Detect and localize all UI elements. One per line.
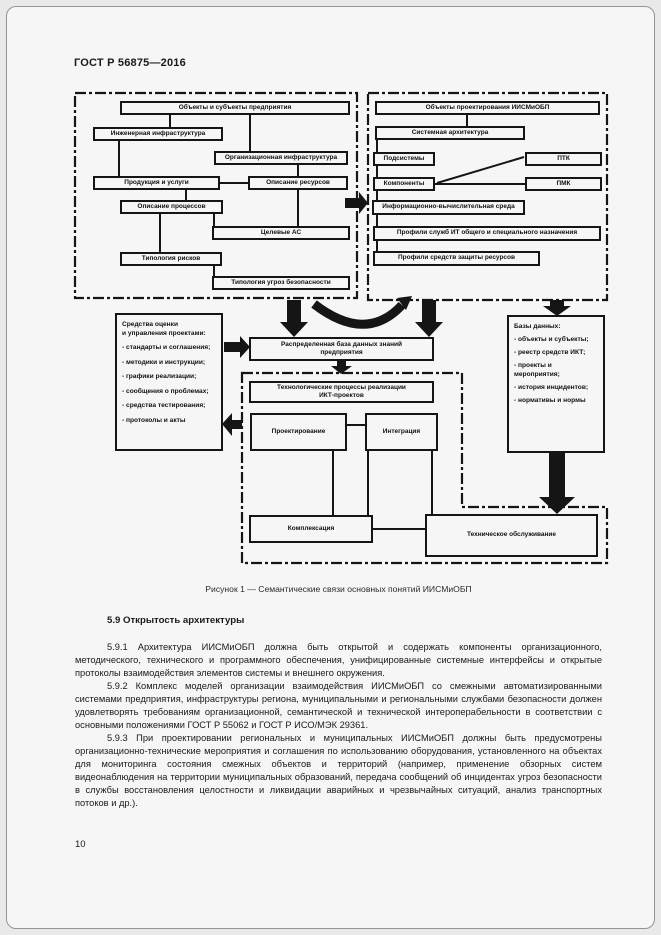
node-subsystems: Подсистемы	[373, 152, 435, 166]
tools-item: - средства тестирования;	[122, 402, 206, 410]
document-header: ГОСТ Р 56875—2016	[74, 57, 186, 69]
databases-item: - история инцидентов;	[514, 383, 589, 391]
arc-arrowhead	[397, 296, 412, 310]
tools-item: - протоколы и акты	[122, 416, 186, 424]
node-pmk: ПМК	[525, 177, 602, 191]
node-target-as: Целевые АС	[212, 226, 350, 240]
node-ptk: ПТК	[525, 152, 602, 166]
node-products-services: Продукция и услуги	[93, 176, 220, 190]
node-threat-typology: Типология угроз безопасности	[212, 276, 350, 290]
tools-item: - стандарты и соглашения;	[122, 344, 211, 352]
node-maintenance: Техническое обслуживание	[425, 514, 598, 557]
tools-box: Средства оценки и управления проектами: …	[115, 313, 223, 451]
thin-connectors	[118, 115, 525, 530]
node-risk-typology: Типология рисков	[120, 252, 222, 266]
left-group-frame	[73, 91, 359, 300]
node-protection-profiles: Профили средств защиты ресурсов	[373, 251, 540, 266]
figure-caption: Рисунок 1 — Семантические связи основных…	[205, 584, 472, 594]
arrow-db-knowledge-to-processes	[331, 361, 352, 374]
node-design-objects: Объекты проектирования ИИСМиОБП	[375, 101, 600, 115]
node-assembly: Комплексация	[249, 515, 373, 543]
section-body: 5.9.1 Архитектура ИИСМиОБП должна быть о…	[75, 641, 602, 810]
node-components: Компоненты	[373, 177, 435, 191]
page-number: 10	[75, 839, 86, 850]
node-computing-env: Информационно-вычислительная среда	[372, 200, 525, 215]
tools-item: - сообщения о проблемах;	[122, 387, 209, 395]
node-tech-processes: Технологические процессы реализации ИКТ-…	[249, 381, 434, 403]
arrow-right-group-to-databases	[543, 300, 571, 316]
arrow-databases-to-maintenance	[539, 452, 575, 514]
arc-left-to-right-group	[311, 300, 406, 329]
node-design: Проектирование	[250, 413, 347, 451]
node-org-infra: Организационная инфраструктура	[214, 151, 348, 165]
databases-item: - реестр средств ИКТ;	[514, 349, 586, 357]
node-it-service-profiles: Профили служб ИТ общего и специального н…	[373, 226, 601, 241]
node-engineering-infra: Инженерная инфраструктура	[93, 127, 223, 141]
databases-item: - нормативы и нормы	[514, 396, 586, 404]
tools-item: - методики и инструкции;	[122, 358, 206, 366]
arrow-left-to-right-group	[345, 192, 368, 214]
databases-box: Базы данных: - объекты и субъекты; - рее…	[507, 315, 605, 453]
tools-box-title: Средства оценки и управления проектами:	[122, 321, 206, 337]
paragraph-5-9-3: 5.9.3 При проектировании региональных и …	[75, 733, 602, 808]
arrow-left-group-to-db-knowledge	[280, 300, 308, 337]
section-heading: 5.9 Открытость архитектуры	[107, 615, 245, 626]
figure-connectors	[73, 91, 609, 565]
arrow-right-group-to-db-knowledge	[415, 300, 443, 337]
node-resources-desc: Описание ресурсов	[248, 176, 348, 190]
arrow-tools-to-db-knowledge	[224, 336, 250, 358]
process-group-frame	[240, 371, 609, 565]
node-system-architecture: Системная архитектура	[375, 126, 525, 140]
databases-item: - проекты и мероприятия;	[514, 362, 560, 378]
tools-item: - графики реализации;	[122, 373, 197, 381]
paragraph-5-9-2: 5.9.2 Комплекс моделей организации взаим…	[75, 681, 602, 730]
paragraph-5-9-1: 5.9.1 Архитектура ИИСМиОБП должна быть о…	[75, 642, 602, 678]
right-group-frame	[366, 91, 609, 302]
databases-box-title: Базы данных:	[514, 323, 561, 330]
node-processes-desc: Описание процессов	[120, 200, 223, 214]
databases-item: - объекты и субъекты;	[514, 336, 589, 344]
node-integration: Интеграция	[365, 413, 438, 451]
arrow-process-group-to-tools	[222, 413, 242, 436]
node-objects-subjects: Объекты и субъекты предприятия	[120, 101, 350, 115]
node-distributed-db: Распределенная база данных знаний предпр…	[249, 337, 434, 361]
